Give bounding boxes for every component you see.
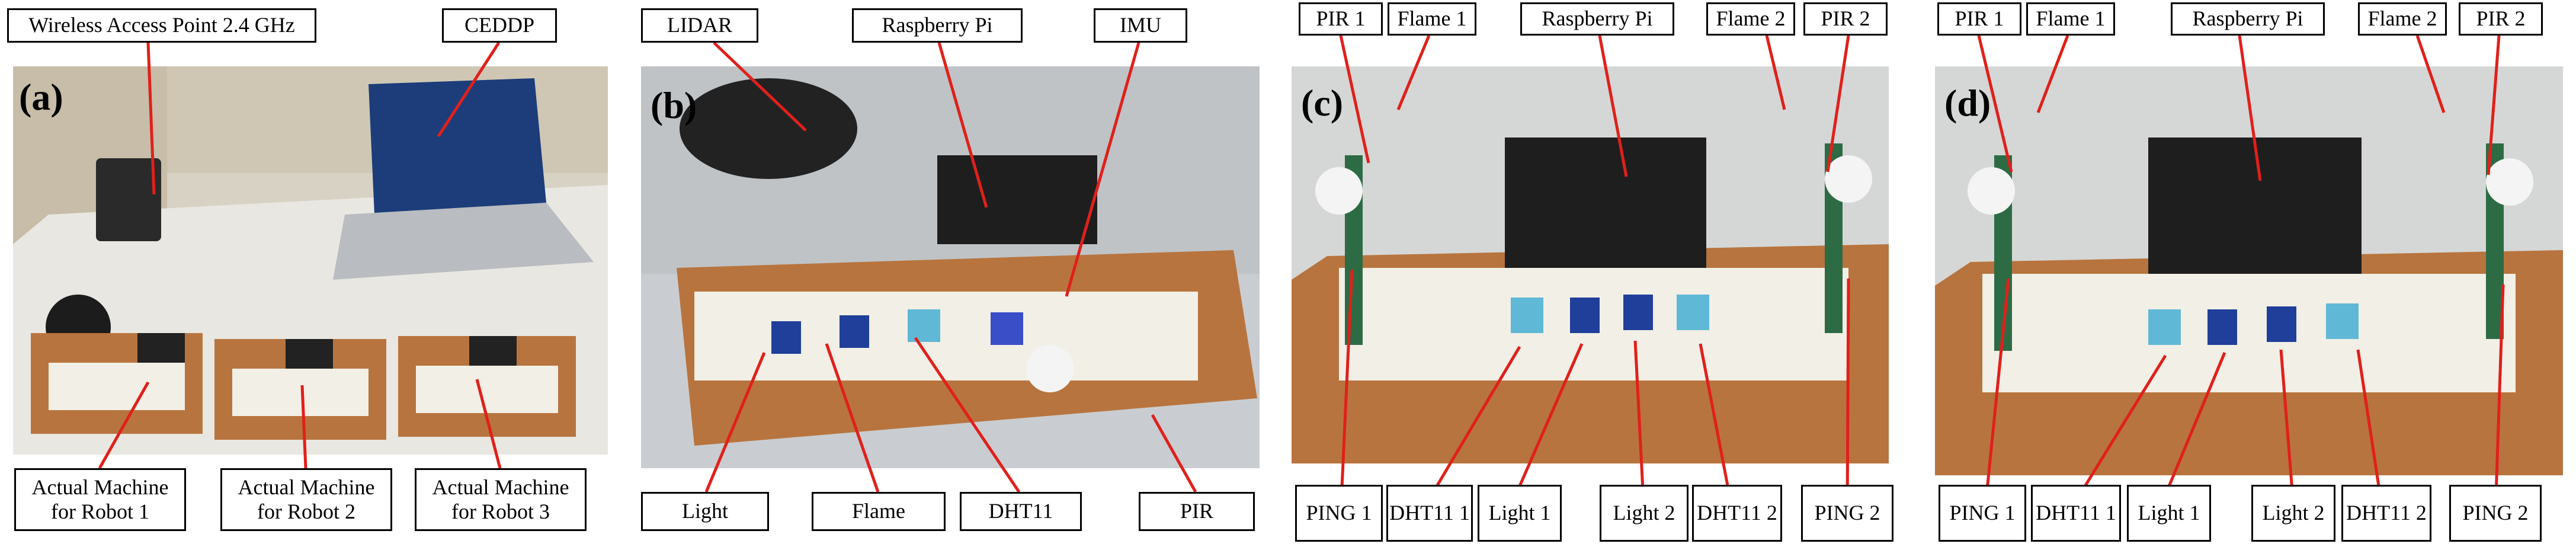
router-shape — [96, 158, 161, 241]
callout-lidar: LIDAR — [641, 8, 758, 43]
callout-c-dht11-1: DHT11 1 — [1386, 485, 1473, 542]
callout-d-flame-1: Flame 1 — [2026, 2, 2115, 36]
photo-robot-2 — [1292, 66, 1889, 463]
callout-d-dht11-1: DHT11 1 — [2031, 485, 2121, 542]
callout-raspberry-pi: Raspberry Pi — [852, 8, 1023, 43]
callout-c-ping-1: PING 1 — [1295, 485, 1383, 542]
callout-dht11: DHT11 — [960, 492, 1082, 531]
panel-b-label: (b) — [651, 84, 697, 126]
callout-actual-machine-robot-3: Actual Machine for Robot 3 — [415, 468, 587, 531]
callout-d-pir-1: PIR 1 — [1937, 2, 2021, 36]
callout-d-raspberry-pi: Raspberry Pi — [2171, 2, 2325, 36]
callout-light: Light — [641, 492, 769, 531]
callout-d-light-1: Light 1 — [2127, 485, 2211, 542]
callout-c-ping-2: PING 2 — [1801, 485, 1893, 542]
panel-a-label: (a) — [19, 76, 63, 118]
callout-flame: Flame — [812, 492, 946, 531]
panel-c-photo: (c) — [1292, 66, 1889, 463]
rpi-case-b — [937, 155, 1097, 244]
callout-c-pir-1: PIR 1 — [1299, 2, 1383, 36]
callout-c-raspberry-pi: Raspberry Pi — [1520, 2, 1674, 36]
callout-c-flame-1: Flame 1 — [1388, 2, 1476, 36]
panel-b-photo: (b) — [641, 66, 1260, 468]
callout-ceddp: CEDDP — [442, 8, 557, 43]
callout-d-dht11-2: DHT11 2 — [2341, 485, 2431, 542]
rpi-case-c — [1505, 138, 1706, 268]
callout-d-ping-2: PING 2 — [2449, 485, 2542, 542]
laptop-screen — [369, 78, 546, 215]
callout-c-light-1: Light 1 — [1478, 485, 1562, 542]
callout-pir: PIR — [1139, 492, 1255, 531]
photo-lab-setup — [13, 66, 608, 455]
panel-c-label: (c) — [1301, 82, 1344, 124]
panel-a-photo: (a) — [13, 66, 608, 455]
callout-c-pir-2: PIR 2 — [1803, 2, 1888, 36]
lidar-b — [680, 78, 857, 179]
callout-actual-machine-robot-2: Actual Machine for Robot 2 — [220, 468, 392, 531]
breadboard-d — [1982, 274, 2516, 392]
panel-d-photo: (d) — [1935, 66, 2563, 475]
callout-d-light-2: Light 2 — [2251, 485, 2335, 542]
rpi-case-d — [2148, 138, 2362, 274]
callout-c-dht11-2: DHT11 2 — [1692, 485, 1782, 542]
callout-c-flame-2: Flame 2 — [1706, 2, 1795, 36]
callout-d-ping-1: PING 1 — [1939, 485, 2026, 542]
callout-d-pir-2: PIR 2 — [2459, 2, 2543, 36]
callout-actual-machine-robot-1: Actual Machine for Robot 1 — [14, 468, 186, 531]
photo-robot-1 — [641, 66, 1260, 468]
callout-c-light-2: Light 2 — [1600, 485, 1689, 542]
photo-robot-3 — [1935, 66, 2563, 475]
panel-d-label: (d) — [1944, 82, 1991, 124]
callout-wireless-access-point: Wireless Access Point 2.4 GHz — [7, 8, 316, 43]
callout-d-flame-2: Flame 2 — [2358, 2, 2447, 36]
callout-imu: IMU — [1094, 8, 1187, 43]
breadboard-b — [694, 292, 1198, 380]
